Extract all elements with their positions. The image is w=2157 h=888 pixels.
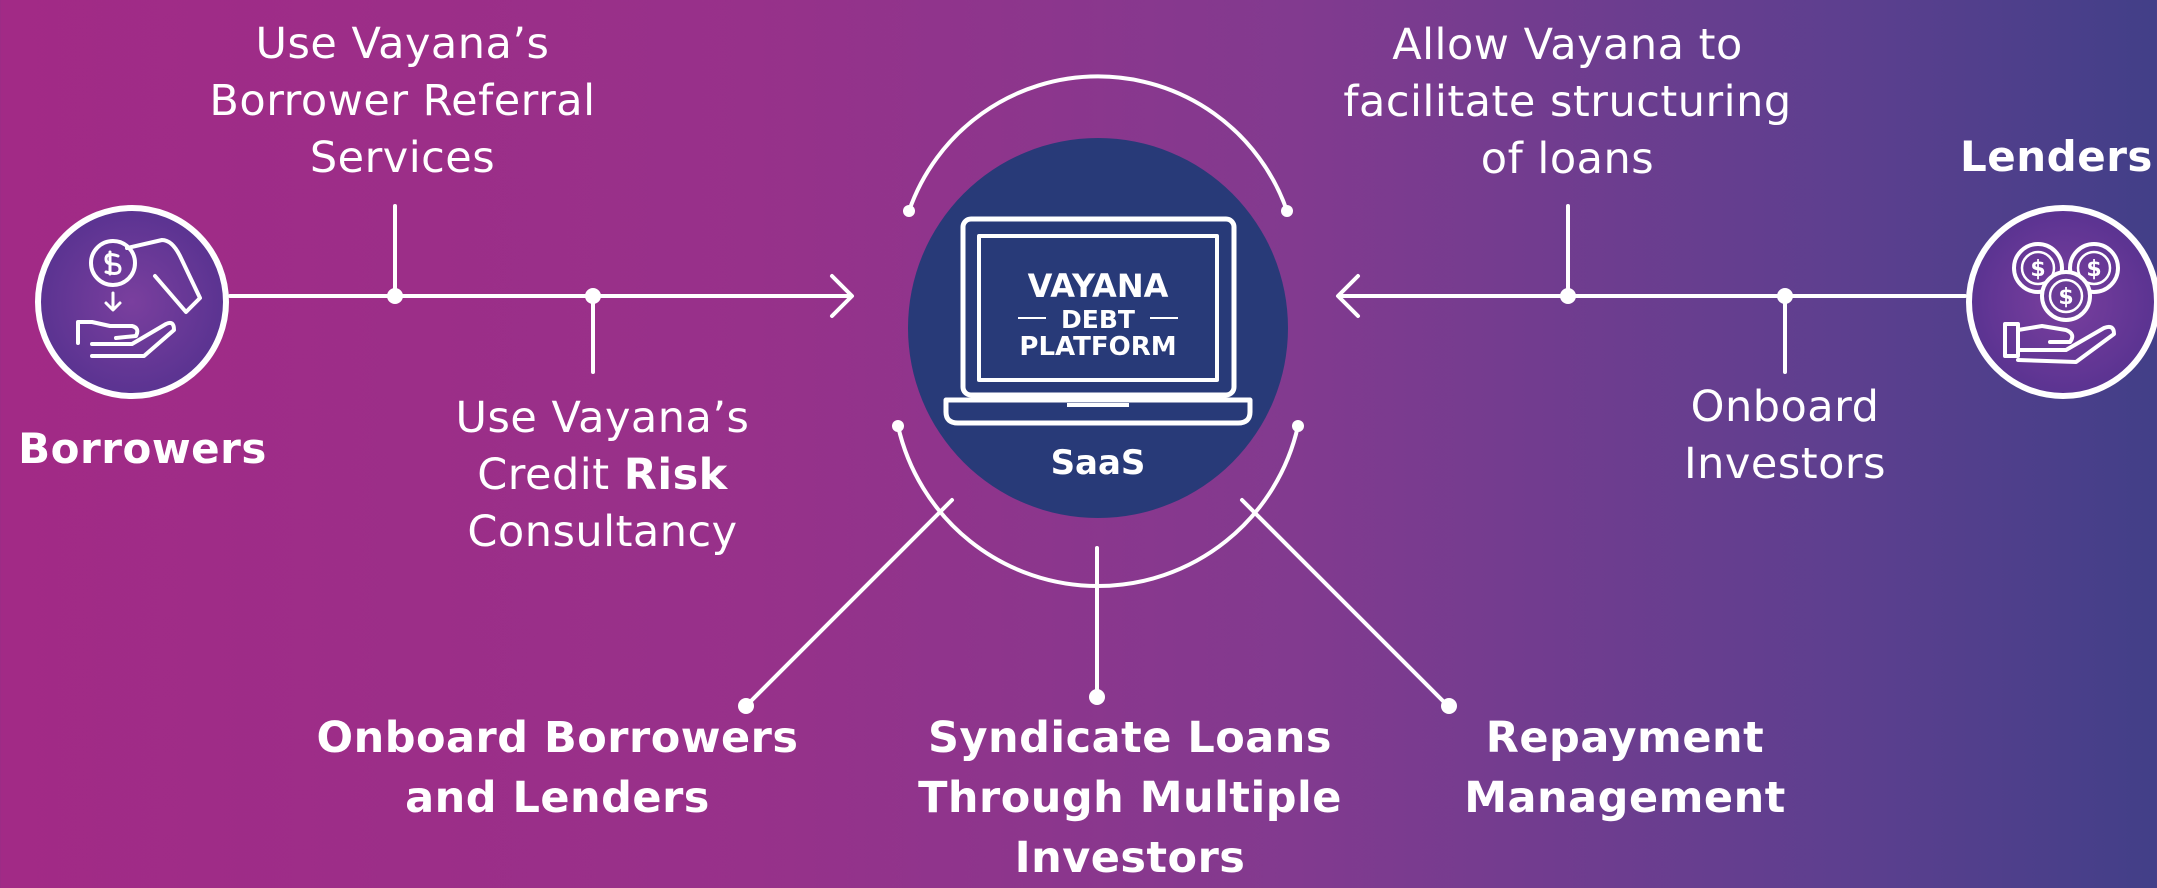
feature-syndicate-loans: Syndicate Loans Through Multiple Investo… bbox=[918, 713, 1342, 883]
borrower-connector bbox=[228, 204, 854, 374]
feature-repayment-management: Repayment Management bbox=[1464, 713, 1786, 823]
credit-risk-note: Use Vayana’s Credit Risk Consultancy bbox=[455, 393, 750, 557]
arc-end-dot bbox=[892, 420, 904, 432]
spoke-dot bbox=[1089, 689, 1105, 705]
lenders-label: Lenders bbox=[1960, 132, 2153, 181]
arc-end-dot bbox=[903, 205, 915, 217]
borrowers-node bbox=[35, 205, 229, 399]
spoke-dot bbox=[738, 698, 754, 714]
borrower-referral-note: Use Vayana’s Borrower Referral Services bbox=[209, 19, 596, 183]
connector-dot bbox=[585, 288, 601, 304]
bottom-spokes bbox=[744, 498, 1450, 708]
platform-subtitle-2: PLATFORM bbox=[1019, 332, 1176, 362]
coins-hand-icon: $ $ $ bbox=[2003, 242, 2120, 364]
loan-structuring-note: Allow Vayana to facilitate structuring o… bbox=[1343, 20, 1792, 184]
arc-end-dot bbox=[1292, 420, 1304, 432]
platform-title: VAYANA bbox=[1028, 267, 1169, 305]
risk-emphasis: Risk bbox=[623, 450, 728, 500]
onboard-investors-note: Onboard Investors bbox=[1684, 382, 1886, 489]
arc-end-dot bbox=[1281, 205, 1293, 217]
svg-text:$: $ bbox=[2086, 257, 2101, 282]
platform-subtitle: DEBT bbox=[1061, 305, 1135, 334]
svg-text:$: $ bbox=[2058, 285, 2073, 310]
lender-connector bbox=[1336, 204, 1967, 374]
connector-dot bbox=[1560, 288, 1576, 304]
connector-dot bbox=[387, 288, 403, 304]
feature-onboard-borrowers-lenders: Onboard Borrowers and Lenders bbox=[316, 713, 799, 823]
saas-caption: SaaS bbox=[1051, 443, 1146, 483]
coin-hand-icon bbox=[76, 238, 202, 358]
borrowers-label: Borrowers bbox=[18, 424, 267, 473]
spoke-dot bbox=[1441, 698, 1457, 714]
laptop-icon bbox=[943, 216, 1253, 426]
svg-text:$: $ bbox=[2030, 257, 2045, 282]
connector-dot bbox=[1777, 288, 1793, 304]
